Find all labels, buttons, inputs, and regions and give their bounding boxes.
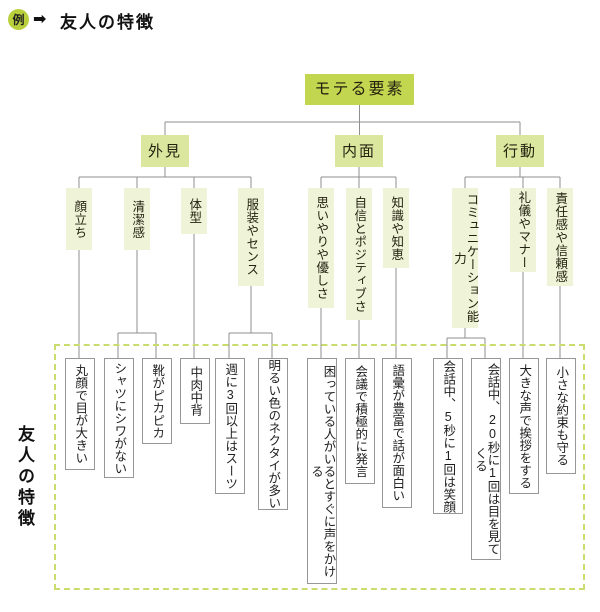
leaf-no-wrinkled-shirt: シャツにシワがない [104,358,134,478]
leaf-keeps-small-promises: 小さな約束も守る [546,358,576,474]
node-responsibility: 責任感や信頼感 [547,188,573,286]
leaf-rich-vocabulary: 語彙が豊富で話が面白い [382,358,412,508]
leaf-loud-greetings: 大きな声で挨拶をする [509,358,539,494]
node-kindness: 思いやりや優しさ [308,188,334,308]
node-cleanliness: 清潔感 [124,188,150,250]
leaf-average-build: 中肉中背 [180,358,210,424]
leaf-bright-ties: 明るい色のネクタイが多い [258,358,288,510]
node-facial-features: 顔立ち [66,188,92,250]
leaf-smiles-every-5s: 会話中、5秒に1回は笑顔 [433,358,463,514]
leaf-round-face: 丸顔で目が大きい [65,358,95,470]
leaf-eye-contact-every-20s: 会話中、20秒に1回は目を見てくる [471,358,501,560]
node-body-type: 体型 [181,188,207,234]
group-frame [54,344,585,590]
arrow-right-icon: ➡ [33,11,47,28]
page-title: 友人の特徴 [60,13,155,32]
node-communication: コミュニケーション能力 [452,188,479,328]
example-badge: 例 [8,9,29,30]
leaf-speaks-up-meetings: 会議で積極的に発言 [345,358,375,484]
node-behavior: 行動 [496,135,544,167]
node-fashion-sense: 服装やセンス [238,188,264,286]
leaf-suits-3x-week: 週に3回以上はスーツ [215,358,245,494]
node-root: モテる要素 [305,74,414,105]
leaf-shiny-shoes: 靴がピカピカ [142,358,172,444]
node-personality: 内面 [335,135,383,167]
node-knowledge: 知識や知恵 [383,188,409,268]
node-appearance: 外見 [141,135,189,167]
group-label: 友人の特徴 [15,425,34,530]
node-manners: 礼儀やマナー [510,188,536,272]
node-confidence: 自信とポジティブさ [346,188,372,320]
leaf-helps-people: 困っている人がいるとすぐに声をかける [307,358,337,584]
